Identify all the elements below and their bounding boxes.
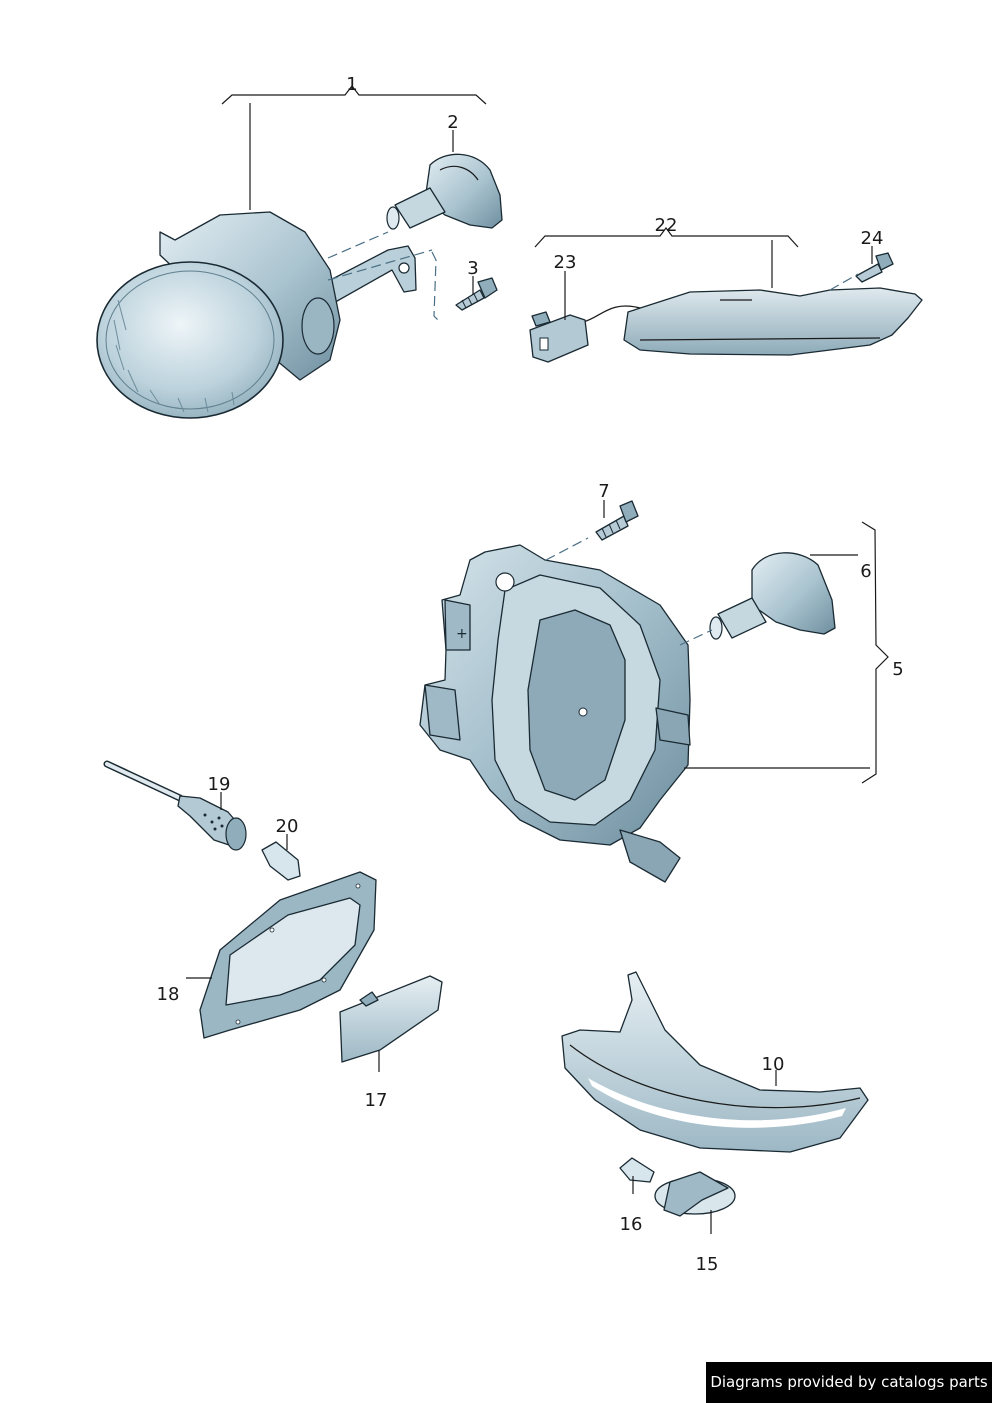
- label-part-22: 22: [655, 215, 678, 236]
- socket-wire: [103, 760, 247, 851]
- lamp-frame: [199, 871, 377, 1039]
- label-part-20: 20: [276, 816, 299, 837]
- label-part-16: 16: [620, 1214, 643, 1235]
- part-labels: 1 2 3 22 23 24 7 6 5 19 20 18 17 10 16 1…: [157, 74, 904, 1275]
- assembly-lines: [327, 231, 859, 646]
- label-part-10: 10: [762, 1054, 785, 1075]
- screw-3: [455, 277, 498, 311]
- bulb-16: [619, 1157, 655, 1183]
- lens-cover: [339, 975, 443, 1063]
- lamp-housing: +: [419, 544, 691, 883]
- label-part-2: 2: [447, 112, 458, 133]
- callout-lines: [186, 85, 889, 1234]
- screw-24: [855, 252, 894, 283]
- label-part-17: 17: [365, 1090, 388, 1111]
- screw-7: [595, 500, 639, 541]
- bulb-holder-15: [654, 1171, 736, 1217]
- label-part-6: 6: [860, 561, 871, 582]
- wedge-bulb-20: [261, 841, 301, 881]
- label-part-3: 3: [467, 258, 478, 279]
- trim-cover: [561, 971, 869, 1153]
- label-part-1: 1: [346, 74, 357, 95]
- credit-banner: Diagrams provided by catalogs parts: [706, 1362, 992, 1403]
- label-part-23: 23: [554, 252, 577, 273]
- label-part-19: 19: [208, 774, 231, 795]
- svg-text:+: +: [456, 626, 468, 642]
- connector-23: [529, 305, 641, 363]
- label-part-18: 18: [157, 984, 180, 1005]
- fog-lamp: [96, 211, 417, 419]
- label-part-5: 5: [892, 659, 903, 680]
- bulb-h11: [386, 153, 503, 230]
- label-part-24: 24: [861, 228, 884, 249]
- bulb-6: [709, 552, 836, 640]
- light-strip: [623, 287, 923, 356]
- label-part-15: 15: [696, 1254, 719, 1275]
- label-part-7: 7: [598, 481, 609, 502]
